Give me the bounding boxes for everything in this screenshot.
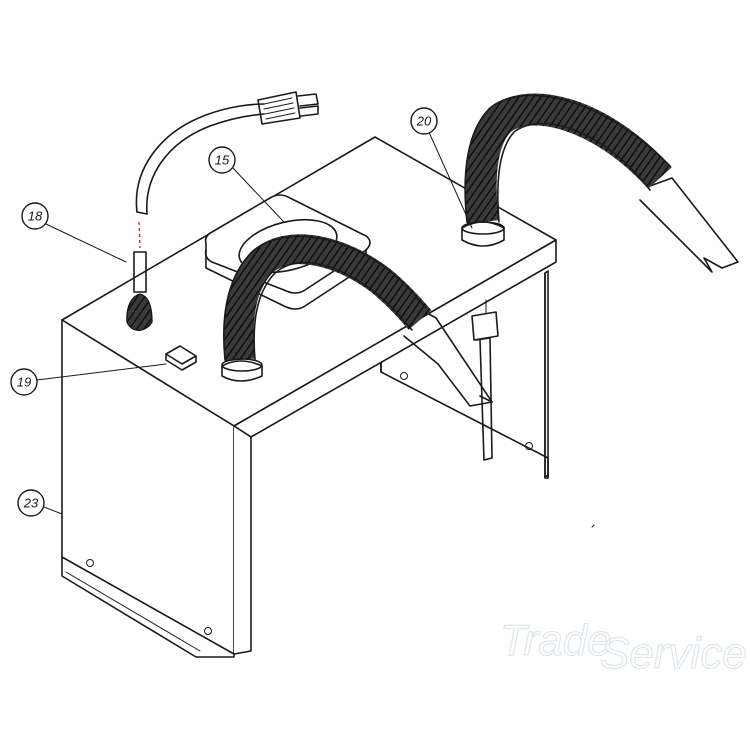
- cord-grommet: [126, 293, 153, 331]
- plug-prong: [297, 93, 319, 107]
- plug-prong: [299, 105, 319, 117]
- probe-rod: [475, 337, 493, 461]
- cord-strain-relief: [133, 251, 147, 293]
- power-cord: [126, 91, 319, 331]
- hose-coil: [223, 234, 432, 362]
- front-leg-return: [233, 425, 252, 655]
- hose-tube-end: [399, 297, 493, 407]
- leader-15: [230, 165, 285, 223]
- wire-connector-line: [138, 221, 141, 249]
- cabinet: [61, 136, 595, 658]
- drain-hose-front: [221, 234, 493, 407]
- callout-label: 18: [28, 209, 43, 224]
- watermark: Trade Service: [499, 615, 747, 678]
- leader-20: [427, 129, 473, 229]
- watermark-service: Service: [600, 629, 747, 678]
- callout-23: 23: [17, 489, 45, 517]
- leader-19: [36, 363, 167, 381]
- leader-23: [43, 506, 63, 515]
- front-mount-hole: [86, 559, 94, 567]
- switch: [165, 345, 197, 371]
- callout-19: 19: [10, 368, 38, 396]
- callout-20: 20: [410, 107, 438, 135]
- callout-15: 15: [208, 146, 236, 174]
- drain-hose-rear: [461, 93, 739, 273]
- rear-hose-coil: [464, 93, 672, 224]
- hose-nut: [221, 360, 263, 382]
- plug-body: [257, 91, 301, 125]
- probe-fitting: [471, 299, 499, 461]
- rear-mount-hole: [525, 442, 533, 450]
- leader-18: [45, 223, 127, 263]
- callout-label: 23: [23, 496, 39, 511]
- callout-label: 15: [215, 153, 230, 168]
- leader-lines: [36, 129, 473, 515]
- cap-opening: [238, 218, 338, 274]
- front-mount-hole: [204, 627, 212, 635]
- callout-18: 18: [21, 202, 49, 230]
- watermark-trade: Trade: [500, 616, 612, 665]
- rear-hose-tube: [639, 177, 739, 273]
- callout-label: 19: [17, 375, 31, 390]
- front-flange: [61, 556, 235, 658]
- rear-mount-hole: [400, 372, 408, 380]
- callout-label: 20: [416, 114, 432, 129]
- cap-thickness: [205, 249, 367, 310]
